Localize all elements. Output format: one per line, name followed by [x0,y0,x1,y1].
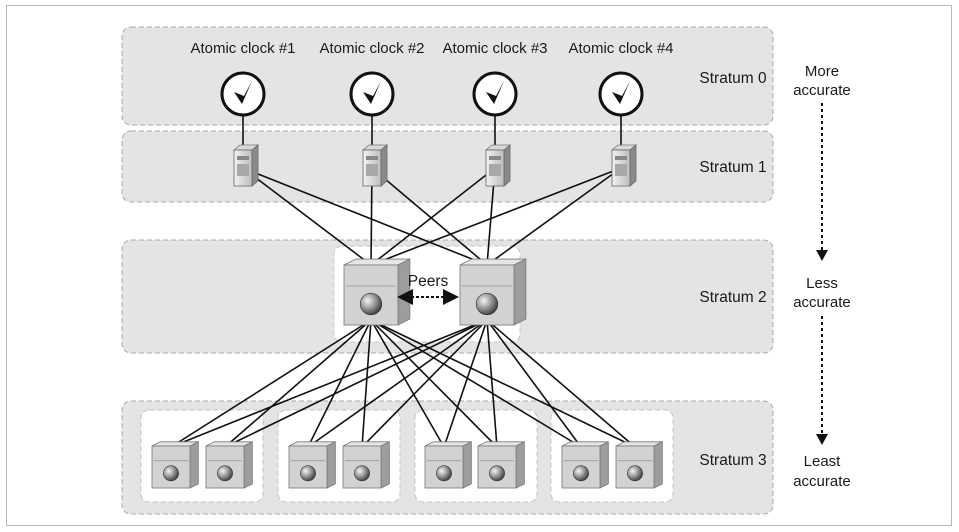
link-line [486,167,622,266]
stratum-3-label: Stratum 3 [699,452,766,469]
link-line [307,319,488,448]
link-line [370,319,445,448]
core-switch-icon [343,258,411,326]
links [170,114,636,448]
link-line [170,319,372,448]
arrow-down-icon [816,434,828,445]
link-line [370,319,636,448]
switch-icon [151,441,199,489]
accuracy-bottom-line1: Least [804,453,842,470]
atomic-clock-icon [472,71,518,117]
switch-icon [561,441,609,489]
switch-icon [288,441,336,489]
server-icon [232,144,260,187]
clock-label: Atomic clock #4 [568,40,673,57]
arrow-down-icon [816,250,828,261]
link-line [170,319,488,448]
accuracy-middle-line1: Less [806,275,838,292]
link-line [370,167,496,266]
stratum-1-band [121,130,774,203]
accuracy-middle-line2: accurate [793,294,851,311]
link-line [371,167,488,266]
link-line [370,319,498,448]
core-switch-icon [459,258,527,326]
link-line [224,319,372,448]
clock-label: Atomic clock #1 [190,40,295,57]
server-icon [610,144,638,187]
stratum-0-label: Stratum 0 [699,70,767,87]
accuracy-top-line2: accurate [793,82,851,99]
stratum-1-label: Stratum 1 [699,159,766,176]
switch-icon [615,441,663,489]
atomic-clock-icon [220,71,266,117]
link-line [307,319,372,448]
clock-label: Atomic clock #2 [319,40,424,57]
link-line [443,319,488,448]
link-line [361,319,372,448]
link-line [242,167,488,266]
link-line [370,319,582,448]
stratum-2-label: Stratum 2 [699,289,766,306]
link-line [242,167,372,266]
accuracy-bottom-line2: accurate [793,473,851,490]
link-line [370,167,622,266]
server-icon [361,144,389,187]
link-line [486,319,582,448]
switch-icon [477,441,525,489]
accuracy-top-line1: More [805,63,839,80]
switch-icon [342,441,390,489]
switch-icon [424,441,472,489]
peers-label: Peers [408,273,449,290]
atomic-clock-icon [598,71,644,117]
server-icon [484,144,512,187]
switch-icon [205,441,253,489]
link-line [486,319,498,448]
clock-label: Atomic clock #3 [442,40,547,57]
atomic-clock-icon [349,71,395,117]
link-line [486,319,636,448]
link-line [361,319,488,448]
link-line [224,319,488,448]
